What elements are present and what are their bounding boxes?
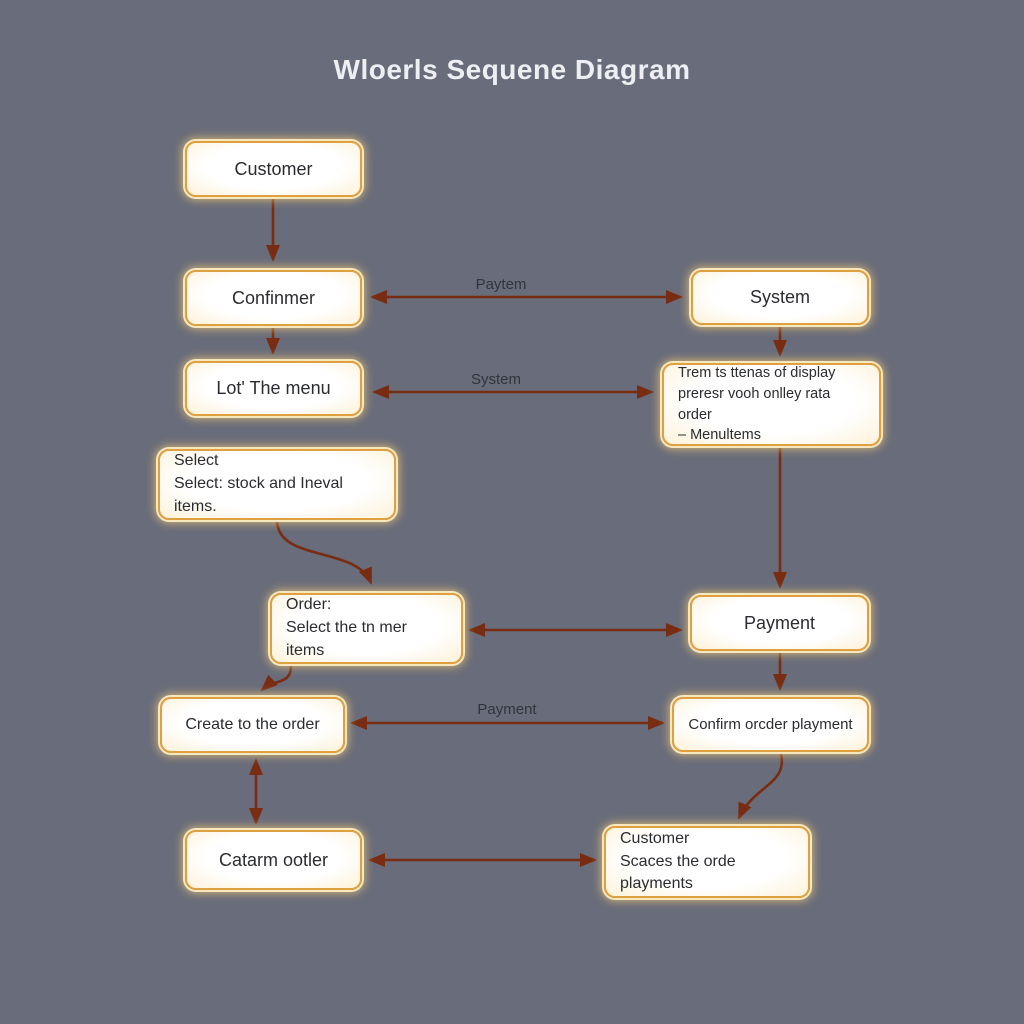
node-catarm-ootler: Catarm ootler xyxy=(185,830,362,890)
node-catarm-ootler-label: Catarm ootler xyxy=(218,849,329,870)
node-customer-bottom: Customer Scaces the orde playments xyxy=(604,826,810,898)
node-payment-label: Payment xyxy=(743,612,816,633)
node-payment: Payment xyxy=(690,595,869,651)
node-trem-display-line3: – Menultems xyxy=(678,427,762,444)
node-create-order: Create to the order xyxy=(160,697,345,753)
arrow-select-to-order xyxy=(275,521,373,585)
node-order-line1: Order: xyxy=(286,596,332,614)
node-confirm-payment: Confirm orcder playment xyxy=(672,697,869,752)
node-customer-top: Customer xyxy=(185,141,362,197)
node-confirm-payment-label: Confirm orcder playment xyxy=(688,716,853,733)
node-trem-display-line1: Trem ts ttenas of display xyxy=(678,365,836,382)
node-select-line2: Select: stock and Ineval items. xyxy=(174,475,343,515)
node-select: Select Select: stock and Ineval items. xyxy=(158,449,396,520)
arrow-confirm-to-customer xyxy=(737,753,784,820)
node-create-order-label: Create to the order xyxy=(185,716,320,733)
node-system-label: System xyxy=(749,287,810,307)
node-order-line2: Select the tn mer items xyxy=(286,619,407,659)
node-customer-bottom-line1: Customer xyxy=(620,829,690,847)
node-confinmer: Confinmer xyxy=(185,270,362,326)
arrow-order-to-create xyxy=(260,665,293,692)
node-customer-top-label: Customer xyxy=(234,158,313,179)
node-confinmer-label: Confinmer xyxy=(231,287,316,308)
node-order: Order: Select the tn mer items xyxy=(270,593,463,664)
edge-label-payment: Payment xyxy=(477,701,537,718)
node-system: System xyxy=(691,270,869,325)
edge-label-paytem: Paytem xyxy=(475,276,527,293)
node-trem-display-line2: preresr vooh onlley rata order xyxy=(678,385,831,423)
node-lot-the-menu: Lot' The menu xyxy=(185,361,362,416)
node-lot-the-menu-label: Lot' The menu xyxy=(216,378,331,398)
node-customer-bottom-line2: Scaces the orde playments xyxy=(620,852,736,893)
diagram-title: Wloerls Sequene Diagram xyxy=(333,54,691,85)
edge-label-system: System xyxy=(470,371,521,388)
node-trem-display: Trem ts ttenas of display preresr vooh o… xyxy=(662,363,881,446)
node-select-line1: Select xyxy=(174,452,219,470)
